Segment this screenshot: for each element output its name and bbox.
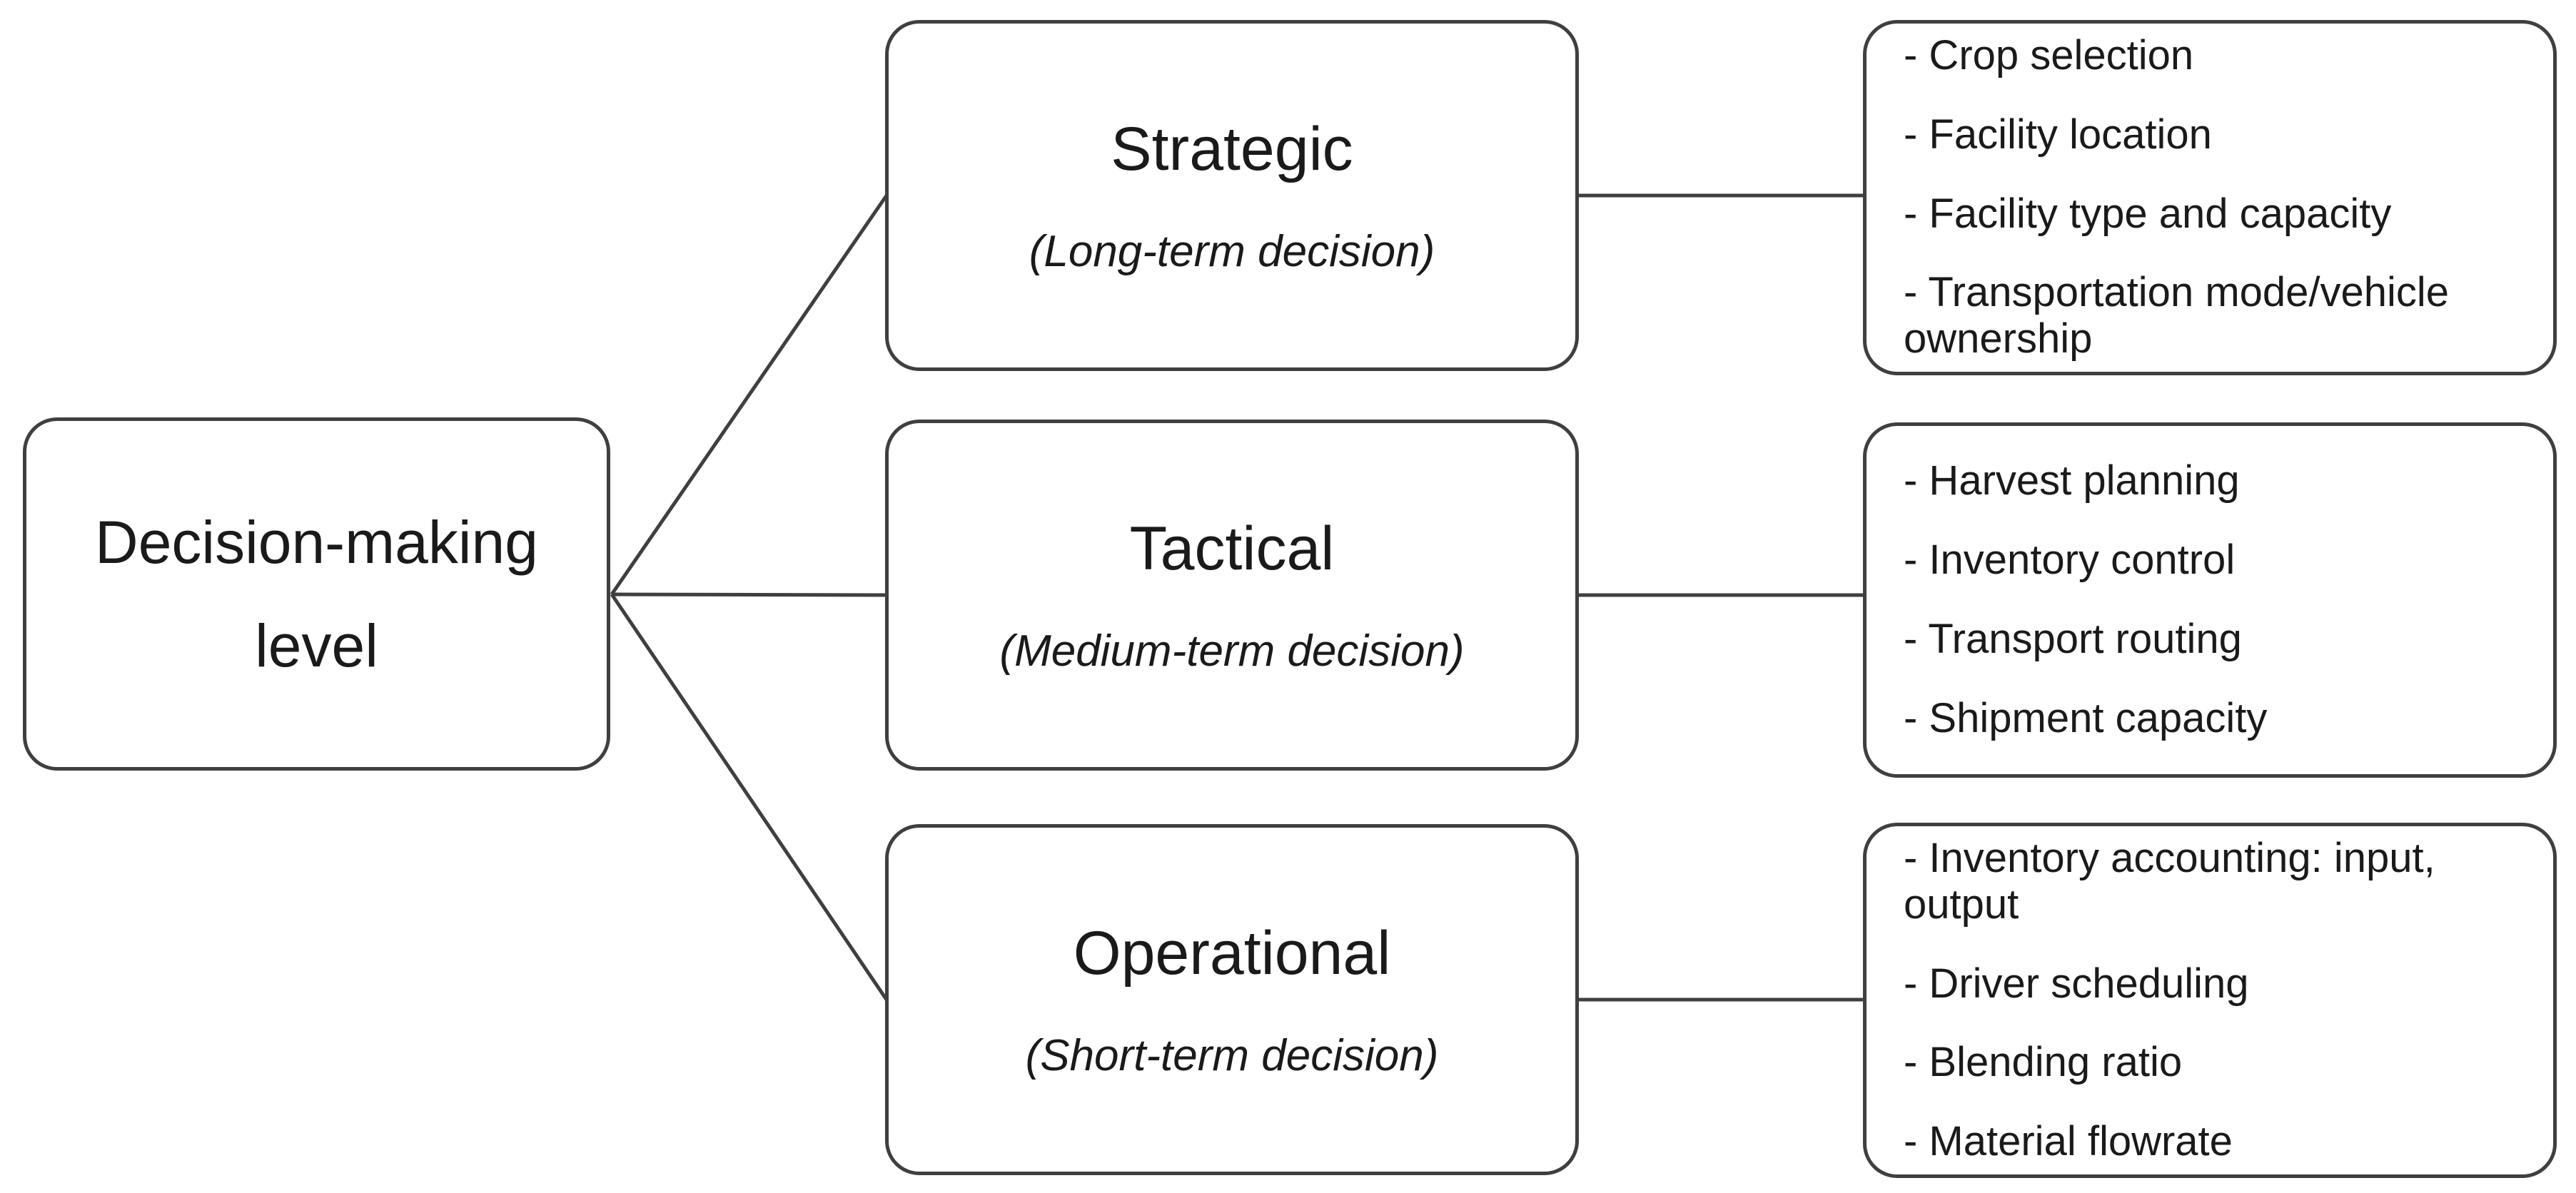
- list-item: - Transportation mode/vehicle ownership: [1904, 269, 2450, 362]
- level-subtitle-operational: (Short-term decision): [1025, 1031, 1439, 1080]
- list-item: - Material flowrate: [1904, 1118, 2233, 1165]
- list-box-operational: - Inventory accounting: input, output - …: [1863, 823, 2557, 1178]
- connector-root-operational: [610, 593, 889, 1001]
- connector-root-strategic: [610, 194, 889, 596]
- level-name-tactical: Tactical: [1129, 514, 1335, 583]
- list-box-strategic: - Crop selection - Facility location - F…: [1863, 20, 2557, 375]
- level-box-tactical: Tactical (Medium-term decision): [885, 420, 1579, 771]
- list-item: - Facility location: [1904, 111, 2212, 158]
- decision-making-level-box: Decision-making level: [23, 417, 610, 771]
- list-item: - Driver scheduling: [1904, 960, 2249, 1007]
- list-item: - Blending ratio: [1904, 1039, 2183, 1086]
- list-item: - Shipment capacity: [1904, 694, 2268, 741]
- level-name-operational: Operational: [1073, 919, 1391, 988]
- level-name-strategic: Strategic: [1111, 115, 1353, 183]
- list-item: - Inventory control: [1904, 537, 2236, 584]
- list-item: - Transport routing: [1904, 616, 2242, 662]
- level-subtitle-tactical: (Medium-term decision): [999, 626, 1465, 676]
- list-item: - Crop selection: [1904, 31, 2194, 78]
- root-title-line1: Decision-making: [95, 509, 538, 577]
- list-item: - Inventory accounting: input, output: [1904, 834, 2435, 928]
- list-item: - Harvest planning: [1904, 457, 2240, 504]
- connector-root-tactical: [611, 592, 887, 597]
- root-title-line2: level: [255, 611, 378, 679]
- level-subtitle-strategic: (Long-term decision): [1029, 227, 1435, 276]
- list-box-tactical: - Harvest planning - Inventory control -…: [1863, 422, 2557, 778]
- list-item: - Facility type and capacity: [1904, 190, 2392, 237]
- level-box-operational: Operational (Short-term decision): [885, 824, 1579, 1175]
- level-box-strategic: Strategic (Long-term decision): [885, 20, 1579, 371]
